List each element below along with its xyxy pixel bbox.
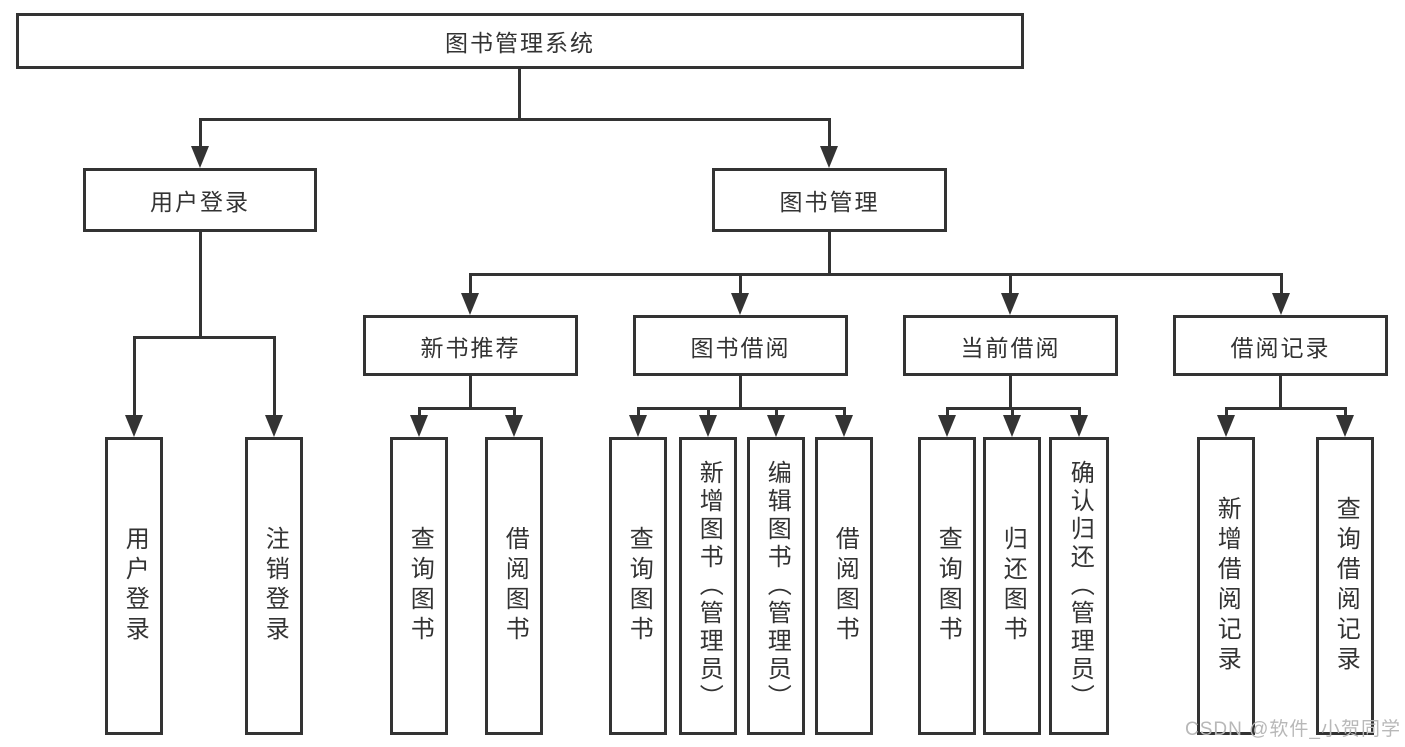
arrow-new-book-rec-shaft xyxy=(469,273,472,293)
arrow-user-login-head xyxy=(191,146,209,168)
arrow-book-borrow-head xyxy=(731,293,749,315)
arrow-br-query-head xyxy=(1336,415,1354,437)
arrow-cb-query-shaft xyxy=(946,407,949,415)
connector-root-branch xyxy=(199,118,831,121)
leaf-rec-borrow-book-label: 借阅图书 xyxy=(501,526,529,646)
connector-borrow-record-stem xyxy=(1279,376,1282,410)
leaf-logout: 注销登录 xyxy=(245,437,303,735)
arrow-book-mgmt-head xyxy=(820,146,838,168)
arrow-rec-query-head xyxy=(410,415,428,437)
arrow-leaf-user-login-shaft xyxy=(133,336,136,415)
leaf-cb-return-book: 归还图书 xyxy=(983,437,1041,735)
leaf-user-login: 用户登录 xyxy=(105,437,163,735)
leaf-br-query-record: 查询借阅记录 xyxy=(1316,437,1374,735)
arrow-bb-edit-shaft xyxy=(775,407,778,415)
arrow-current-borrow-shaft xyxy=(1009,273,1012,293)
node-user-login: 用户登录 xyxy=(83,168,317,232)
arrow-bb-edit-head xyxy=(767,415,785,437)
node-book-management: 图书管理 xyxy=(712,168,947,232)
node-root: 图书管理系统 xyxy=(16,13,1024,69)
leaf-bb-borrow-book-label: 借阅图书 xyxy=(831,526,859,646)
node-book-management-label: 图书管理 xyxy=(779,189,880,215)
node-book-borrow: 图书借阅 xyxy=(633,315,848,376)
leaf-rec-query-book-label: 查询图书 xyxy=(406,526,434,646)
connector-book-borrow-branch xyxy=(637,407,846,410)
arrow-borrow-record-shaft xyxy=(1280,273,1283,293)
leaf-br-query-record-label: 查询借阅记录 xyxy=(1332,496,1360,676)
arrow-leaf-user-login-head xyxy=(125,415,143,437)
leaf-bb-query-book-label: 查询图书 xyxy=(625,526,653,646)
connector-borrow-record-branch xyxy=(1225,407,1346,410)
leaf-bb-edit-book-label: 编辑图书（管理员） xyxy=(763,460,791,712)
node-borrow-records-label: 借阅记录 xyxy=(1230,334,1331,361)
leaf-logout-label: 注销登录 xyxy=(261,526,289,646)
leaf-br-add-record: 新增借阅记录 xyxy=(1197,437,1255,735)
arrow-br-query-shaft xyxy=(1344,407,1347,415)
arrow-leaf-logout-head xyxy=(265,415,283,437)
arrow-bb-query-shaft xyxy=(637,407,640,415)
leaf-cb-return-book-label: 归还图书 xyxy=(999,526,1027,646)
connector-user-login-branch xyxy=(133,336,276,339)
node-new-book-recommend-label: 新书推荐 xyxy=(420,334,521,361)
arrow-current-borrow-head xyxy=(1001,293,1019,315)
leaf-rec-query-book: 查询图书 xyxy=(390,437,448,735)
leaf-cb-confirm-return-label: 确认归还（管理员） xyxy=(1066,460,1094,712)
arrow-bb-borrow-head xyxy=(835,415,853,437)
arrow-rec-borrow-head xyxy=(505,415,523,437)
arrow-cb-return-head xyxy=(1003,415,1021,437)
arrow-new-book-rec-head xyxy=(461,293,479,315)
arrow-user-login-shaft xyxy=(199,118,202,146)
node-current-borrow-label: 当前借阅 xyxy=(960,334,1061,361)
connector-book-borrow-stem xyxy=(739,376,742,410)
leaf-cb-query-book-label: 查询图书 xyxy=(934,526,962,646)
node-root-label: 图书管理系统 xyxy=(445,30,595,56)
arrow-bb-add-shaft xyxy=(707,407,710,415)
connector-book-mgmt-stem xyxy=(828,232,831,276)
arrow-rec-borrow-shaft xyxy=(513,407,516,415)
leaf-bb-edit-book: 编辑图书（管理员） xyxy=(747,437,805,735)
leaf-cb-confirm-return: 确认归还（管理员） xyxy=(1049,437,1109,735)
node-book-borrow-label: 图书借阅 xyxy=(690,334,791,361)
arrow-br-add-shaft xyxy=(1225,407,1228,415)
arrow-br-add-head xyxy=(1217,415,1235,437)
arrow-leaf-logout-shaft xyxy=(273,336,276,415)
arrow-bb-add-head xyxy=(699,415,717,437)
connector-new-book-rec-branch xyxy=(418,407,516,410)
leaf-bb-query-book: 查询图书 xyxy=(609,437,667,735)
node-user-login-label: 用户登录 xyxy=(150,189,250,215)
leaf-rec-borrow-book: 借阅图书 xyxy=(485,437,543,735)
arrow-bb-borrow-shaft xyxy=(843,407,846,415)
arrow-book-borrow-shaft xyxy=(739,273,742,293)
leaf-bb-add-book: 新增图书（管理员） xyxy=(679,437,737,735)
node-borrow-records: 借阅记录 xyxy=(1173,315,1388,376)
connector-current-borrow-stem xyxy=(1009,376,1012,410)
arrow-borrow-record-head xyxy=(1272,293,1290,315)
arrow-bb-query-head xyxy=(629,415,647,437)
connector-new-book-rec-stem xyxy=(469,376,472,410)
connector-root-stem xyxy=(518,69,521,121)
watermark-text: CSDN @软件_小贺同学 xyxy=(1185,719,1401,740)
arrow-cb-confirm-shaft xyxy=(1078,407,1081,415)
leaf-br-add-record-label: 新增借阅记录 xyxy=(1213,496,1241,676)
node-new-book-recommend: 新书推荐 xyxy=(363,315,578,376)
leaf-bb-add-book-label: 新增图书（管理员） xyxy=(695,460,723,712)
arrow-cb-confirm-head xyxy=(1070,415,1088,437)
arrow-cb-query-head xyxy=(938,415,956,437)
arrow-cb-return-shaft xyxy=(1011,407,1014,415)
connector-user-login-stem xyxy=(199,232,202,339)
arrow-rec-query-shaft xyxy=(418,407,421,415)
node-current-borrow: 当前借阅 xyxy=(903,315,1118,376)
leaf-bb-borrow-book: 借阅图书 xyxy=(815,437,873,735)
leaf-cb-query-book: 查询图书 xyxy=(918,437,976,735)
arrow-book-mgmt-shaft xyxy=(828,118,831,146)
leaf-user-login-label: 用户登录 xyxy=(121,526,149,646)
connector-book-mgmt-branch xyxy=(469,273,1283,276)
